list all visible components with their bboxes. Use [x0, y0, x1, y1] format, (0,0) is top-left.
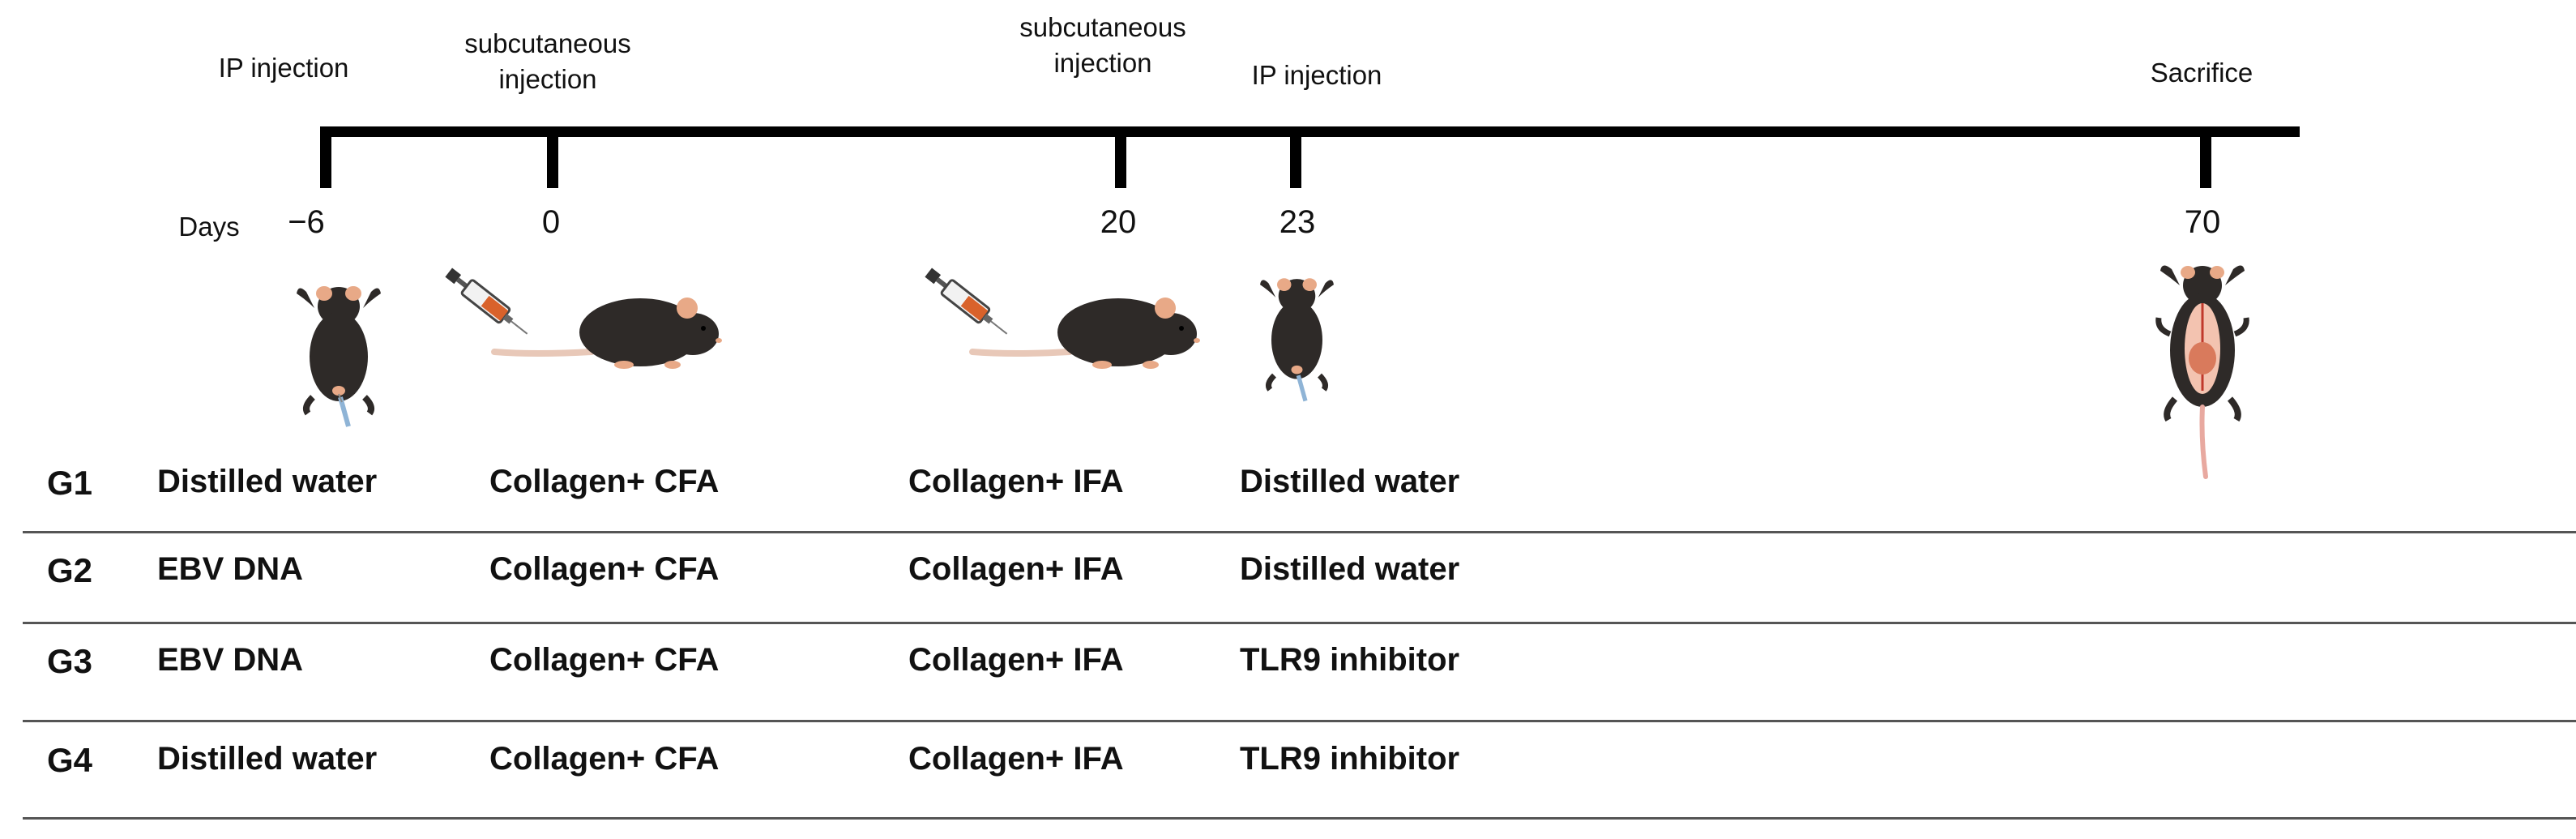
group-cell-day-0: Collagen+ CFA: [489, 551, 720, 587]
group-cell-day-20: Collagen+ IFA: [908, 464, 1124, 499]
event-label-line: injection: [1053, 48, 1152, 78]
group-cell-day-minus-6: EBV DNA: [157, 551, 304, 587]
day-label-minus-6: −6: [288, 204, 325, 240]
event-label-line: injection: [498, 64, 597, 94]
day-label-70: 70: [2184, 204, 2221, 240]
event-label-line: subcutaneous: [464, 28, 631, 58]
group-cell-day-minus-6: Distilled water: [157, 464, 378, 499]
event-label-line: IP injection: [218, 53, 349, 83]
group-cell-day-23: TLR9 inhibitor: [1240, 642, 1460, 678]
row-separator: [23, 622, 2576, 624]
mouse-dissected-icon: [2155, 265, 2249, 479]
mouse-side-view-icon: [491, 298, 722, 369]
event-label-ip-injection-day-minus-6: IP injection: [219, 50, 349, 86]
group-cell-day-minus-6: EBV DNA: [157, 642, 304, 678]
mouse-side-view-icon: [969, 298, 1200, 369]
group-cell-day-0: Collagen+ CFA: [489, 464, 720, 499]
group-cell-day-23: Distilled water: [1240, 464, 1460, 499]
event-label-ip-injection-day-23: IP injection: [1252, 58, 1382, 93]
group-cell-day-23: Distilled water: [1240, 551, 1460, 587]
group-id: G4: [47, 741, 93, 779]
group-cell-day-minus-6: Distilled water: [157, 741, 378, 777]
day-label-20: 20: [1100, 204, 1137, 240]
timeline-tick-day-minus-6: [320, 126, 331, 188]
timeline-tick-day-0: [547, 126, 558, 188]
group-id: G2: [47, 551, 93, 589]
row-separator: [23, 531, 2576, 533]
row-separator: [23, 720, 2576, 722]
event-label-line: Sacrifice: [2150, 58, 2253, 88]
timeline-axis: [320, 126, 2300, 137]
mouse-ip-injection-icon: [1260, 278, 1334, 402]
event-label-subcutaneous-day-0: subcutaneous injection: [464, 26, 631, 97]
group-cell-day-23: TLR9 inhibitor: [1240, 741, 1460, 777]
group-cell-day-20: Collagen+ IFA: [908, 741, 1124, 777]
syringe-icon: [925, 268, 1008, 335]
group-cell-day-0: Collagen+ CFA: [489, 642, 720, 678]
group-cell-day-20: Collagen+ IFA: [908, 551, 1124, 587]
timeline-tick-day-70: [2200, 126, 2211, 188]
event-label-subcutaneous-day-20: subcutaneous injection: [1019, 10, 1186, 81]
days-axis-label: Days: [178, 212, 240, 242]
event-label-line: IP injection: [1251, 60, 1382, 90]
timeline-tick-day-23: [1290, 126, 1301, 188]
row-separator: [23, 817, 2576, 820]
group-id: G1: [47, 464, 93, 502]
timeline-tick-day-20: [1115, 126, 1126, 188]
syringe-icon: [445, 268, 528, 335]
day-label-0: 0: [541, 204, 561, 240]
mouse-ip-injection-icon: [297, 286, 381, 427]
group-id: G3: [47, 642, 93, 680]
event-label-line: subcutaneous: [1019, 12, 1186, 42]
group-cell-day-0: Collagen+ CFA: [489, 741, 720, 777]
day-label-23: 23: [1279, 204, 1316, 240]
event-label-sacrifice-day-70: Sacrifice: [2151, 55, 2253, 91]
group-cell-day-20: Collagen+ IFA: [908, 642, 1124, 678]
